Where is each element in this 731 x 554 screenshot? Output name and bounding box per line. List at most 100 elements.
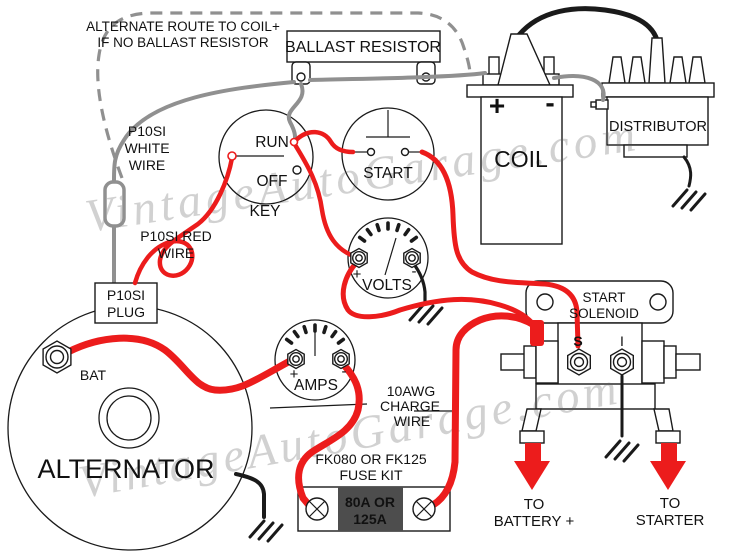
to-starter-label-line2: STARTER [636,512,705,529]
key-switch-circle [218,109,314,205]
start-to-s-terminal-wire [419,149,581,349]
charge-wire-label-line3: WIRE [394,413,431,429]
coil-ht-wire [516,6,660,43]
bat-terminal-label: BAT [80,367,107,383]
volts-to-solenoid-wire [340,259,539,330]
alternator-bat-terminal [42,340,72,374]
volts-gauge [347,217,444,326]
amps-gauge [274,319,356,401]
solenoid-left-ear-hole [536,293,554,311]
distributor-tower-2 [628,56,646,84]
start-switch [341,107,435,201]
p10si-red-wire-label-line1: P10SI RED [140,228,212,244]
p10si-red-wire-path [132,155,235,286]
solenoid-right-post-nut [641,340,665,384]
charge-wire-label-line2: CHARGE [380,398,440,414]
ballast-to-coil-plus-wire [308,71,487,82]
run-to-start-jumper-wire [292,129,356,155]
solenoid-i-post [610,348,634,376]
i-terminal-ground-symbol [604,439,640,463]
labels-layer: ALTERNATE ROUTE TO COIL+ IF NO BALLAST R… [37,19,707,530]
fuse-rating-line2: 125A [353,511,386,527]
solenoid-right-strap [653,408,674,432]
volts-gauge-label: VOLTS [362,277,412,294]
alternator-case-circle [7,305,253,551]
distributor-cap-flange [601,82,715,98]
distributor-body [606,96,709,146]
components-layer [7,6,715,551]
key-switch [218,109,314,205]
solenoid-left-post-stub [500,353,526,371]
volts-minus-label: - [412,263,417,280]
coil-minus-label: - [545,87,554,118]
coil-body [480,96,563,245]
fuse-kit-label-line2: FUSE KIT [339,467,402,483]
distributor-center-tower [648,37,666,84]
fuse-kit-label-line1: FK080 OR FK125 [315,451,426,467]
solenoid-right-post-washer [663,345,677,379]
battery-lug-connector [519,430,545,444]
alternator-hub-outer [98,387,160,449]
volts-tick-marks [357,221,419,243]
ballast-resistor-label: BALLAST RESISTOR [285,39,441,56]
p10si-white-wire-label-line2: WHITE [124,140,169,156]
to-battery-label-line1: TO [524,496,545,513]
alternate-route-note-line2: IF NO BALLAST RESISTOR [97,35,269,50]
distributor-tower-4 [669,56,687,84]
solenoid-left-post-washer [523,345,537,379]
ballast-left-tab-hole [296,72,306,82]
coil-plus-label: + [489,90,505,121]
start-solenoid-label-line1: START [582,290,625,305]
starter-lug-connector [655,430,681,444]
amps-gauge-label: AMPS [294,377,338,394]
distributor-label: DISTRIBUTOR [609,119,707,135]
fuse-rating-block [338,487,403,531]
to-starter-arrow-shaft [661,443,677,461]
to-starter-label-line1: TO [660,495,681,512]
start-switch-circle [341,107,435,201]
volts-plus-label: + [353,266,362,283]
coil-cap-flange [466,84,574,98]
alternator-hub-inner [106,395,152,441]
fuse-right-terminal [412,497,436,521]
p10si-plug-box [94,282,158,324]
solenoid-i-terminal-label: I [620,333,624,349]
solenoid-post-wire-lug [530,320,544,346]
p10si-white-wire-path [112,80,296,284]
fuse-rating-line1: 80A OR [345,494,395,510]
charge-wire-leader-left [269,403,368,409]
alternator-label: ALTERNATOR [37,454,214,484]
key-run-terminal [289,137,299,147]
volts-needle [384,237,397,276]
amps-gauge-circle [274,319,356,401]
key-off-label: OFF [257,173,288,190]
key-run-label: RUN [255,134,289,151]
to-battery-arrow-head [514,461,550,490]
alternate-route-note-line1: ALTERNATE ROUTE TO COIL+ [86,19,280,34]
coil-minus-bolt-stem [543,56,555,77]
solenoid-s-post [567,348,591,376]
ignition-coil [466,6,660,245]
coil-label: COIL [494,146,548,172]
to-starter-arrow-head [650,461,686,490]
bat-to-amps-wire [64,334,294,394]
key-label: KEY [249,203,280,220]
key-left-terminal [227,151,237,161]
distributor-side-terminal-stub [590,101,597,108]
p10si-red-wire-label-line2: WIRE [158,245,195,261]
solenoid-s-terminal-label: S [573,333,582,349]
coil-tower [497,33,552,86]
alternator-ground-wire [234,472,266,519]
coil-plus-bolt-stem [488,56,500,77]
start-switch-label: START [363,165,413,182]
solenoid-right-post-stub [675,353,701,371]
red-wires-layer [64,129,581,509]
terminals-layer [42,137,634,521]
p10si-white-wire-label-line3: WIRE [129,157,166,173]
solenoid-right-ear-hole [649,293,667,311]
amps-to-fuse-wire [295,360,363,508]
to-battery-label-line2: BATTERY + [494,513,575,530]
ballast-to-run-wire [286,82,305,142]
